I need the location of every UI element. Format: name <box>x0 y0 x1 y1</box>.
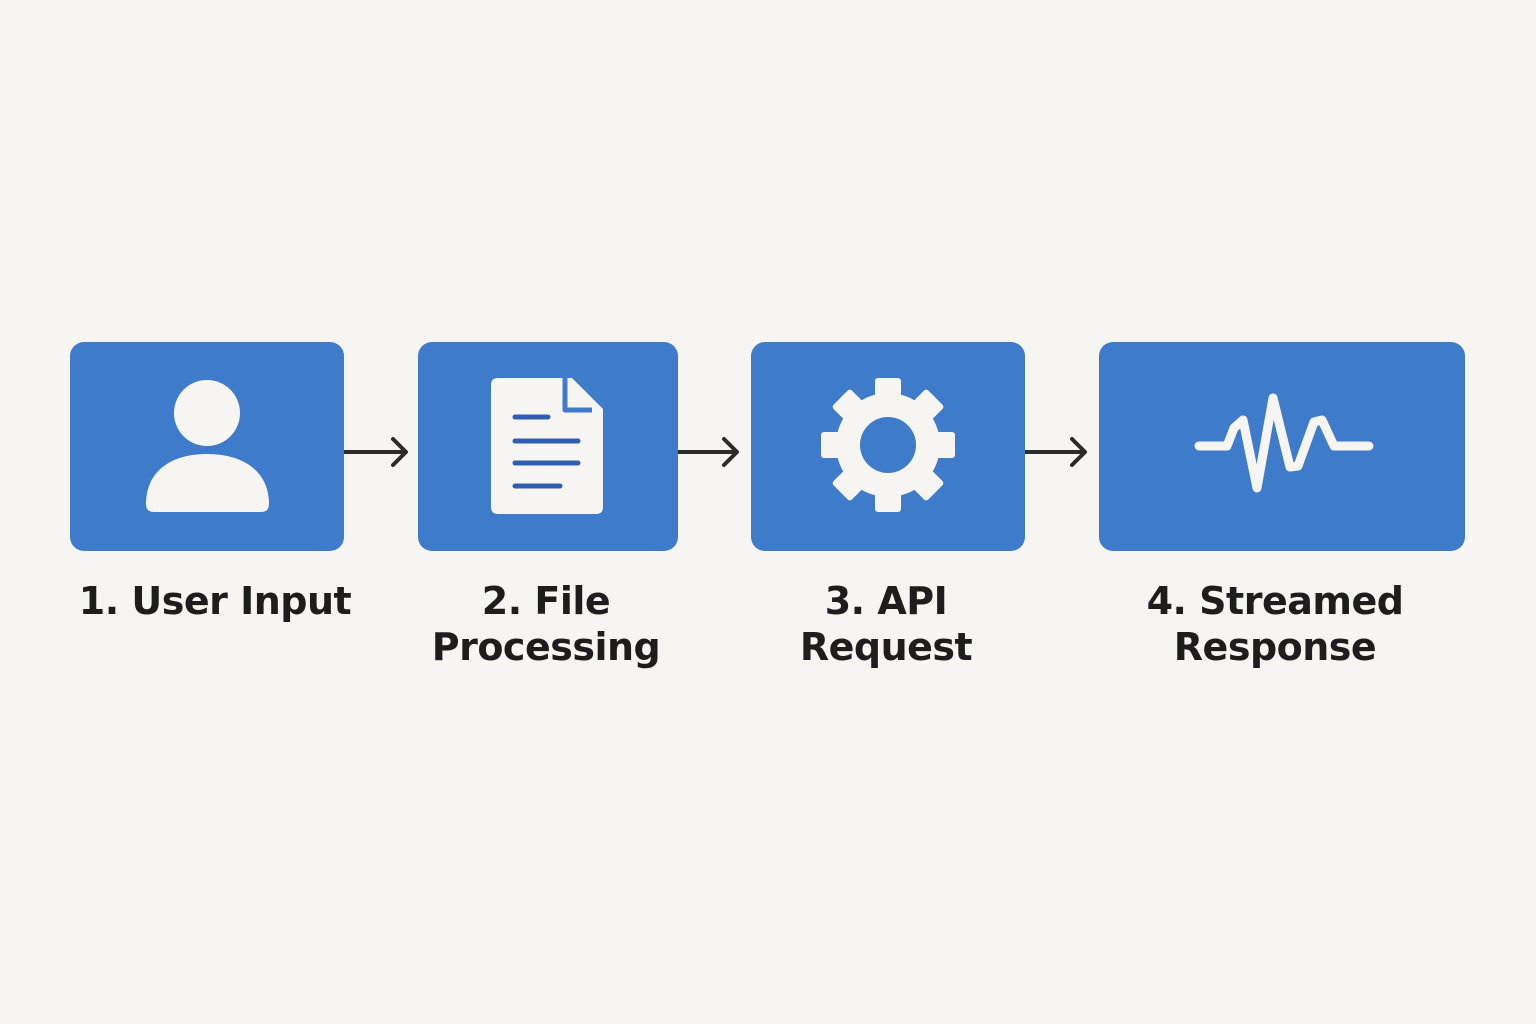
step-label-line: 3. API <box>824 579 948 623</box>
step-label-line: 1. User Input <box>78 579 352 623</box>
step-label-4: 4. Streamed Response <box>1120 578 1430 670</box>
step-label-line: Response <box>1173 625 1377 669</box>
step-label-line: 2. File <box>481 579 611 623</box>
step-box-streamed-response <box>1099 342 1465 551</box>
step-box-api-request <box>751 342 1025 551</box>
step-box-file-processing <box>418 342 678 551</box>
document-icon <box>491 378 603 514</box>
step-label-line: 4. Streamed <box>1146 579 1404 623</box>
step-box-user-input <box>70 342 344 551</box>
flow-arrow-3 <box>1025 437 1087 467</box>
gear-icon <box>821 378 955 512</box>
step-label-2: 2. File Processing <box>396 578 696 670</box>
step-label-line: Request <box>799 625 973 669</box>
flow-arrow-1 <box>344 437 408 467</box>
waveform-icon <box>1194 393 1374 493</box>
step-label-1: 1. User Input <box>60 578 370 624</box>
user-icon <box>146 380 269 512</box>
step-label-line: Processing <box>431 625 661 669</box>
step-label-3: 3. API Request <box>736 578 1036 670</box>
flow-arrow-2 <box>678 437 739 467</box>
